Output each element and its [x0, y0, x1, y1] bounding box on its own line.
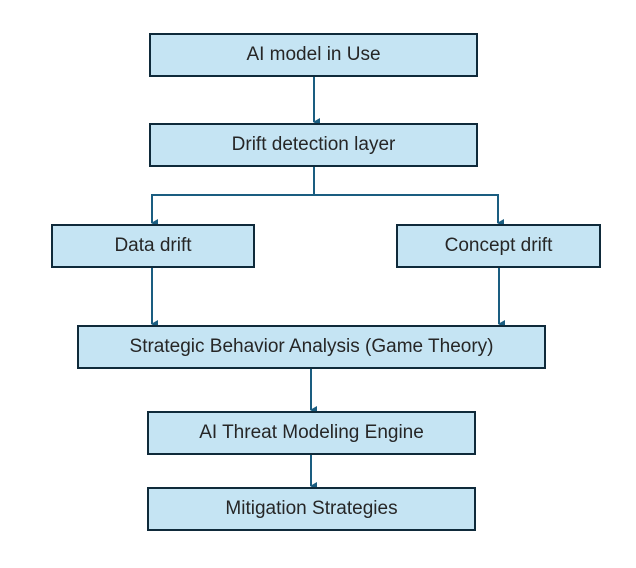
edge-drift-to-data: [151, 194, 315, 227]
node-concept-drift: Concept drift: [396, 224, 601, 268]
node-mitigation-strategies: Mitigation Strategies: [147, 487, 476, 531]
node-label: Data drift: [114, 235, 192, 256]
node-data-drift: Data drift: [51, 224, 255, 268]
node-label: Mitigation Strategies: [225, 498, 398, 519]
node-label: AI model in Use: [246, 44, 381, 65]
node-ai-model-in-use: AI model in Use: [149, 33, 478, 77]
node-label: AI Threat Modeling Engine: [199, 422, 424, 443]
edge-drift-to-concept: [313, 194, 504, 227]
node-ai-threat-modeling-engine: AI Threat Modeling Engine: [147, 411, 476, 455]
node-drift-detection-layer: Drift detection layer: [149, 123, 478, 167]
node-label: Strategic Behavior Analysis (Game Theory…: [129, 336, 494, 357]
node-strategic-behavior-analysis: Strategic Behavior Analysis (Game Theory…: [77, 325, 546, 369]
node-label: Drift detection layer: [231, 134, 396, 155]
node-label: Concept drift: [444, 235, 553, 256]
